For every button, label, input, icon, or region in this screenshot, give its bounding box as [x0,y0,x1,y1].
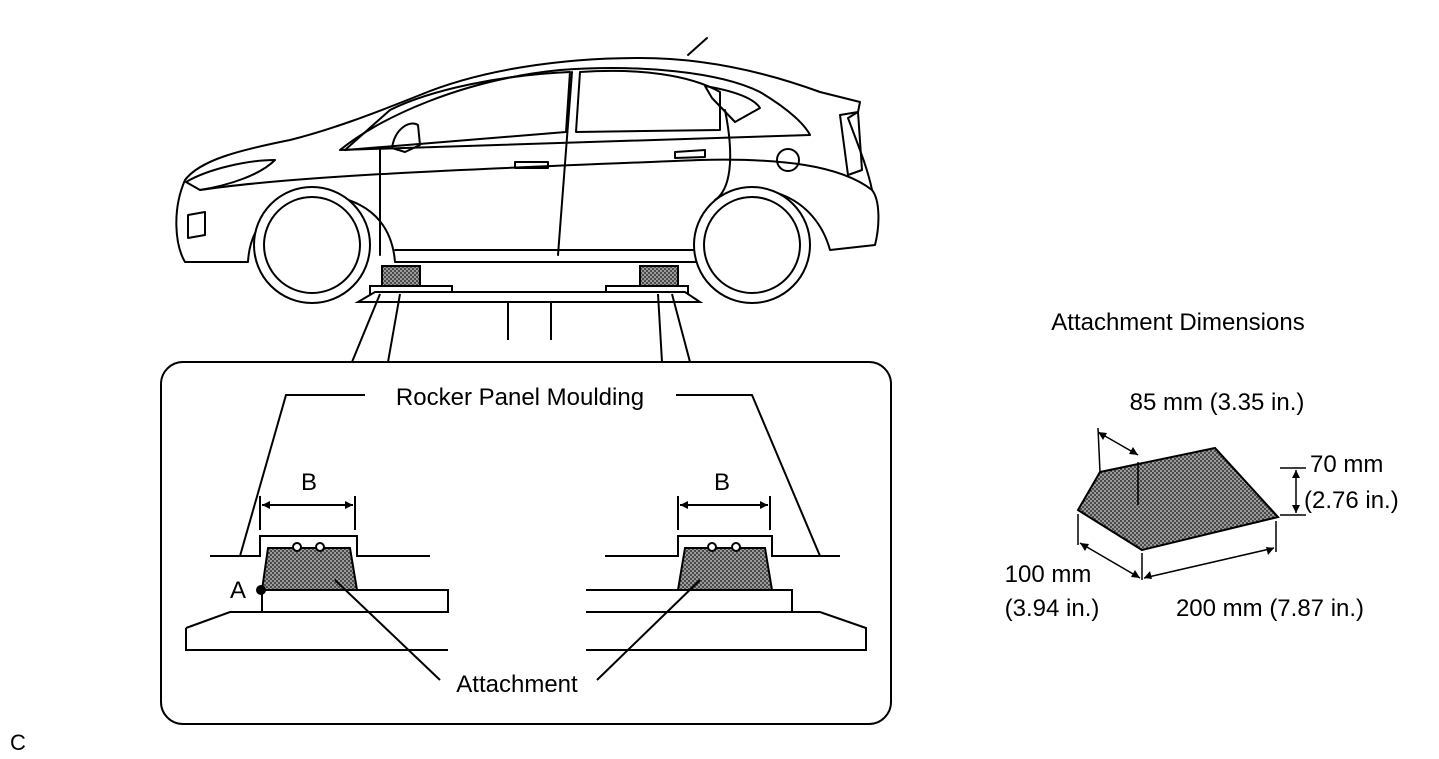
dim-top-width: 85 mm (3.35 in.) [1130,389,1305,416]
attachment-dimensions-title: Attachment Dimensions [1051,309,1304,336]
front-door-window [344,71,571,151]
attachment-leader-left [334,579,441,681]
b-pillar-line [557,71,573,256]
dim-depth-in: (3.94 in.) [1005,595,1100,622]
car-side-view [175,37,880,304]
dim-length: 200 mm (7.87 in.) [1176,595,1364,622]
rocker-moulding-left [210,394,365,557]
attachment-left [260,547,359,591]
fuel-door [776,148,800,172]
dim-height-mm: 70 mm [1310,451,1383,478]
dim-depth-mm: 100 mm [1005,561,1092,588]
dim-height-in: (2.76 in.) [1304,487,1399,514]
lift [351,265,704,363]
figure-code: C [10,730,26,755]
lift-platform [354,291,704,303]
rocker-moulding-right [676,394,840,557]
lift-arm-right [586,589,793,613]
attachment-front-on-lift [381,265,421,287]
attachment-label: Attachment [456,671,578,698]
attachment-leader-right [596,579,701,681]
rear-handle [674,149,706,159]
attachment-dimensions: Attachment Dimensions 85 mm (3.35 in.) 7… [1005,309,1399,622]
callout-left [351,293,401,363]
mirror [391,122,421,153]
detail-view: Rocker Panel Moulding B A [160,361,892,725]
tail-light [839,111,863,176]
detail-frame [160,361,892,725]
attachment-rear-on-lift [639,265,679,287]
front-wheel [253,186,371,304]
greenhouse [339,67,811,151]
point-a-label: A [230,577,246,604]
fog-light [187,211,206,239]
lift-base-left [185,611,448,651]
body-crease [199,158,873,191]
callout-right [657,293,691,363]
quarter-window [704,85,761,123]
rocker-panel-label: Rocker Panel Moulding [396,384,644,411]
dim-b-right-label: B [714,469,730,496]
rear-door-window [575,69,721,133]
left-assembly [185,496,449,651]
dim-b-left-label: B [301,469,317,496]
right-assembly [586,496,867,651]
antenna [687,37,708,56]
rear-wheel [693,186,811,304]
lift-arm-left [261,589,449,613]
lift-base-right [586,611,867,651]
point-a-marker [256,585,266,595]
front-handle [514,161,549,169]
attachment-block [1076,446,1280,552]
attachment-right [676,547,774,591]
headlight [185,159,276,191]
